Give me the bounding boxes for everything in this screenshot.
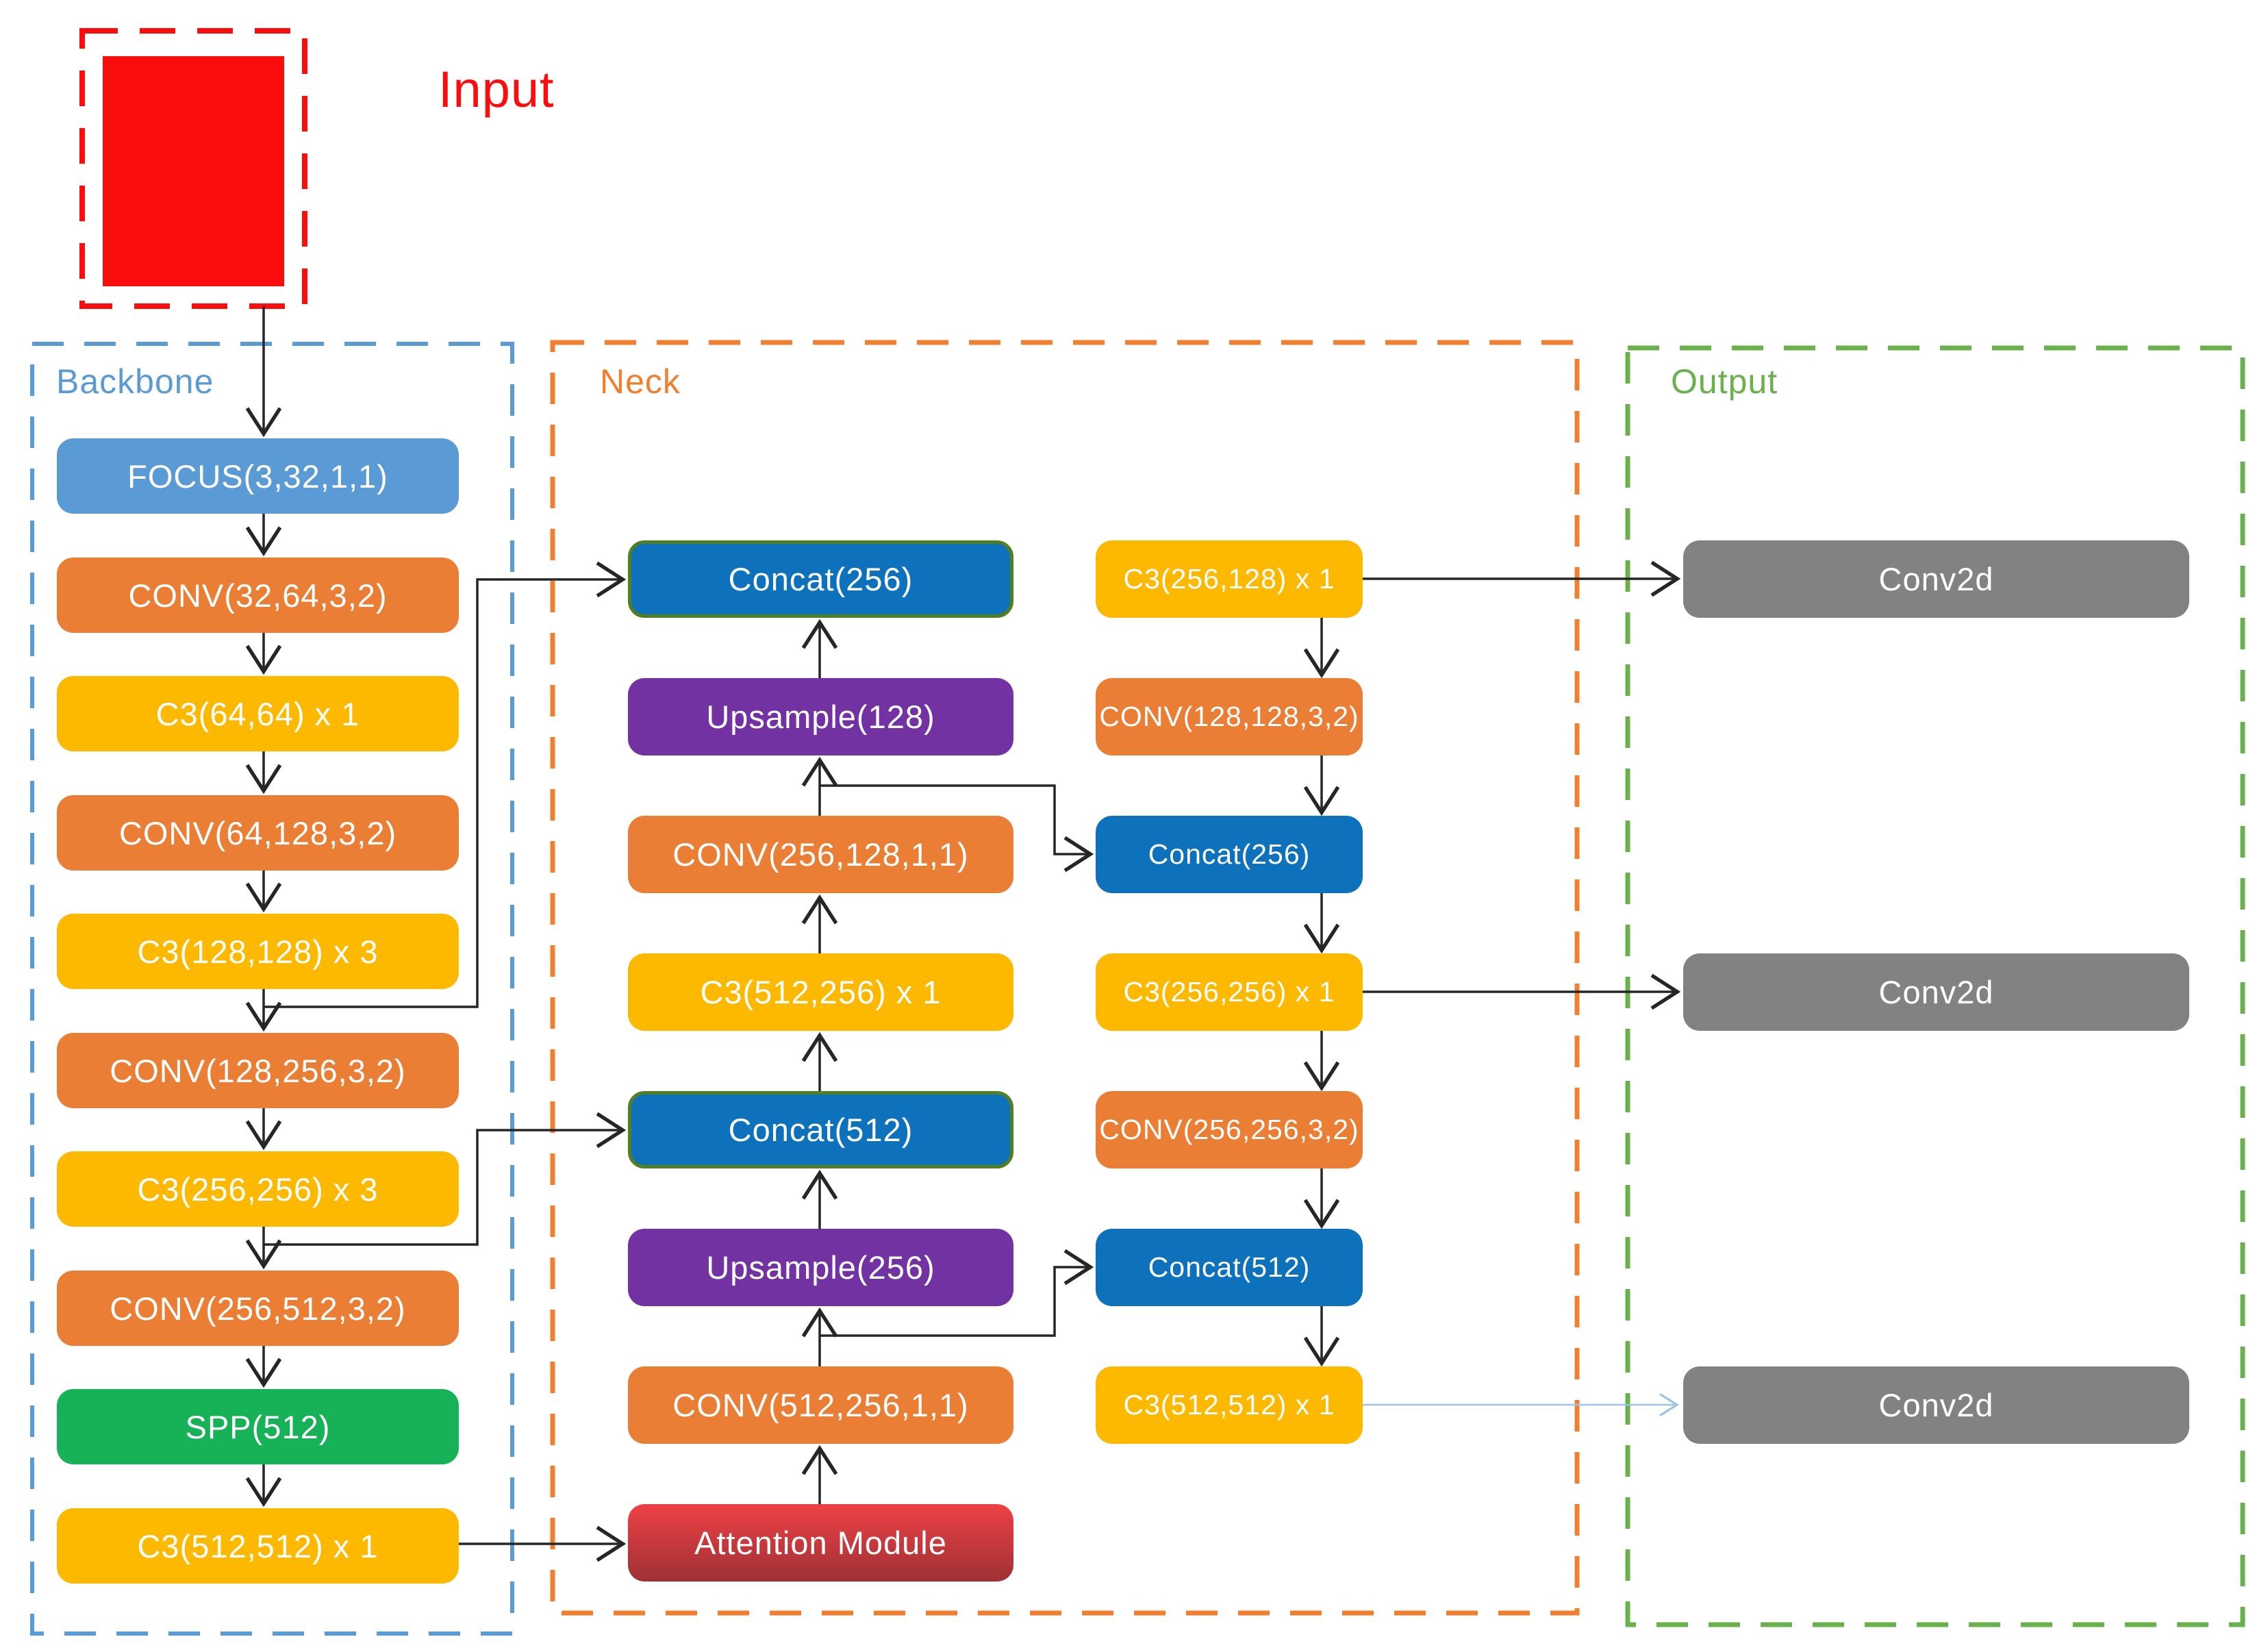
node-neck-concat-256-right: Concat(256) (1096, 816, 1363, 893)
input-image-placeholder (103, 56, 284, 286)
region-borders (30, 28, 2245, 1636)
node-attention-module: Attention Module (628, 1504, 1013, 1582)
node-spp-512: SPP(512) (57, 1389, 459, 1464)
input-region-border (79, 28, 307, 309)
node-neck-concat-256-left: Concat(256) (628, 540, 1013, 618)
node-conv-256-512: CONV(256,512,3,2) (57, 1271, 459, 1346)
node-upsample-128: Upsample(128) (628, 678, 1013, 755)
input-label: Input (438, 61, 555, 118)
node-conv-256-256-3-2: CONV(256,256,3,2) (1096, 1091, 1363, 1168)
node-upsample-256: Upsample(256) (628, 1229, 1013, 1306)
node-conv-64-128: CONV(64,128,3,2) (57, 795, 459, 871)
node-c3-128-128: C3(128,128) x 3 (57, 914, 459, 989)
node-neck-concat-512-left: Concat(512) (628, 1091, 1013, 1168)
neck-label: Neck (600, 362, 681, 401)
node-c3-256-256: C3(256,256) x 3 (57, 1151, 459, 1227)
backbone-label: Backbone (56, 362, 214, 401)
node-conv-512-256-1-1: CONV(512,256,1,1) (628, 1366, 1013, 1444)
node-c3-512-512-backbone: C3(512,512) x 1 (57, 1508, 459, 1584)
node-focus-3-32: FOCUS(3,32,1,1) (57, 438, 459, 514)
node-neck-concat-512-right: Concat(512) (1096, 1229, 1363, 1306)
edges-black (245, 306, 1681, 1562)
node-conv-128-128-3-2: CONV(128,128,3,2) (1096, 678, 1363, 755)
node-conv2d-2: Conv2d (1683, 953, 2189, 1031)
node-conv-256-128-1-1: CONV(256,128,1,1) (628, 816, 1013, 893)
node-conv2d-3: Conv2d (1683, 1366, 2189, 1444)
output-region-border (1625, 345, 2245, 1627)
node-conv-32-64: CONV(32,64,3,2) (57, 558, 459, 633)
node-conv2d-1: Conv2d (1683, 540, 2189, 618)
output-label: Output (1671, 362, 1778, 401)
node-conv-128-256: CONV(128,256,3,2) (57, 1033, 459, 1108)
node-c3-256-256-x1: C3(256,256) x 1 (1096, 953, 1363, 1031)
node-c3-64-64: C3(64,64) x 1 (57, 676, 459, 751)
node-c3-256-128: C3(256,128) x 1 (1096, 540, 1363, 618)
node-c3-512-512-neck: C3(512,512) x 1 (1096, 1366, 1363, 1444)
node-c3-512-256: C3(512,256) x 1 (628, 953, 1013, 1031)
